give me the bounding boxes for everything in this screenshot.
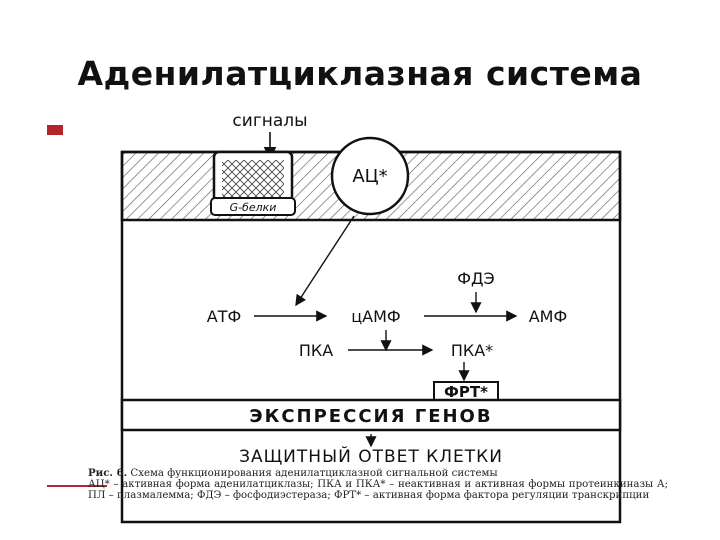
caption-line1: Схема функционирования аденилатциклазной…: [130, 468, 498, 479]
gene-expression-band: [120, 398, 622, 432]
atf-label: АТФ: [207, 307, 242, 326]
adenylate-cyclase-circle: [330, 136, 410, 216]
adenylate-cyclase-diagram: сигналы G-белки АЦ* АТФ цАМФ АМФ ФДЭ ПКА…: [120, 111, 622, 524]
camp-label: цАМФ: [351, 307, 400, 326]
amp-label: АМФ: [529, 307, 568, 326]
frt-label: ФРТ*: [444, 383, 488, 401]
pka-active-label: ПКА*: [451, 341, 493, 360]
figure-caption: Рис. 6. Схема функционирования аденилатц…: [88, 467, 668, 502]
red-bullet-marker: [47, 125, 63, 135]
ac-label: АЦ*: [352, 166, 387, 187]
caption-line2: АЦ* – активная форма аденилатциклазы; ПК…: [88, 479, 668, 501]
ac-to-atp-arrow: [295, 215, 355, 307]
pde-label: ФДЭ: [457, 269, 494, 288]
protective-response-label: ЗАЩИТНЫЙ ОТВЕТ КЛЕТКИ: [239, 445, 503, 467]
caption-figure-label: Рис. 6.: [88, 467, 128, 479]
g-proteins-box: [210, 197, 296, 216]
red-accent-line: [47, 485, 107, 487]
gene-expression-label: ЭКСПРЕССИЯ ГЕНОВ: [249, 406, 492, 427]
slide-title: Аденилатциклазная система: [77, 54, 643, 93]
g-proteins-label: G-белки: [230, 201, 277, 214]
signals-label: сигналы: [232, 111, 307, 131]
pka-label: ПКА: [299, 341, 333, 360]
